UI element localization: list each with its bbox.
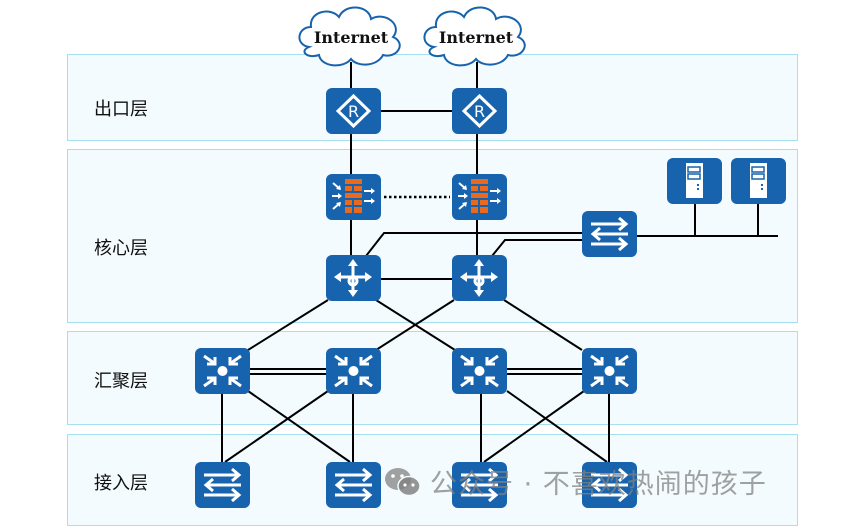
link-core2-agg4 [503, 299, 583, 351]
router-icon: R [335, 93, 372, 129]
server-switch[interactable] [582, 211, 637, 257]
router-1[interactable]: R [326, 88, 381, 134]
firewall-icon [458, 179, 501, 213]
cloud-icon [298, 6, 401, 67]
access-switch-3[interactable] [452, 462, 507, 508]
core-switch-icon [460, 259, 498, 297]
watermark-text: 公众号 · 不喜欢热闹的孩子 [430, 469, 767, 500]
aggregation-switch-icon [460, 354, 499, 388]
link-core1-agg1 [247, 299, 329, 351]
link-core2-serverswitch [491, 239, 583, 257]
svg-text:R: R [348, 102, 359, 121]
server-icon [750, 163, 767, 198]
layer-access: 接入层 [67, 434, 798, 526]
aggregation-switch-4[interactable] [582, 348, 637, 394]
firewall-1[interactable] [326, 174, 381, 220]
layer-label-aggregation: 汇聚层 [94, 371, 148, 392]
switch-icon [590, 467, 629, 503]
link-agg4-access3 [483, 390, 585, 463]
layer-label-access: 接入层 [94, 473, 148, 494]
aggregation-switch-3[interactable] [452, 348, 507, 394]
core-switch-2[interactable] [452, 255, 507, 301]
watermark: 公众号 · 不喜欢热闹的孩子 [384, 462, 767, 501]
aggregation-switch-icon [203, 354, 242, 388]
server-1[interactable] [667, 158, 722, 204]
svg-text:R: R [474, 102, 485, 121]
cloud-internet-2: Internet [423, 6, 526, 67]
link-core2-agg2 [375, 299, 455, 351]
access-switch-2[interactable] [326, 462, 381, 508]
firewall-2[interactable] [452, 174, 507, 220]
server-icon [686, 163, 703, 198]
aggregation-switch-icon [334, 354, 373, 388]
switch-icon [203, 467, 242, 503]
core-switch-1[interactable] [326, 255, 381, 301]
server-2[interactable] [731, 158, 786, 204]
wechat-icon [385, 467, 421, 496]
firewall-icon [332, 179, 375, 213]
cloud-label: Internet [439, 28, 514, 47]
access-switch-1[interactable] [195, 462, 250, 508]
router-2[interactable]: R [452, 88, 507, 134]
layer-egress: 出口层 [67, 54, 798, 141]
access-switch-4[interactable] [582, 462, 637, 508]
layer-label-egress: 出口层 [94, 99, 148, 120]
cloud-internet-1: Internet [298, 6, 401, 67]
core-switch-icon [334, 259, 372, 297]
link-agg1-access2 [247, 390, 351, 463]
router-icon: R [461, 93, 498, 129]
link-core1-serverswitch [365, 232, 583, 257]
layer-label-core: 核心层 [94, 238, 148, 259]
cloud-icon [423, 6, 526, 67]
switch-icon [590, 216, 629, 252]
aggregation-switch-1[interactable] [195, 348, 250, 394]
switch-icon [460, 467, 499, 503]
layer-aggregation: 汇聚层 [67, 331, 798, 425]
link-agg3-access4 [506, 390, 608, 463]
aggregation-switch-icon [590, 354, 629, 388]
switch-icon [334, 467, 373, 503]
link-agg2-access1 [224, 390, 329, 463]
aggregation-switch-2[interactable] [326, 348, 381, 394]
cloud-label: Internet [314, 28, 389, 47]
